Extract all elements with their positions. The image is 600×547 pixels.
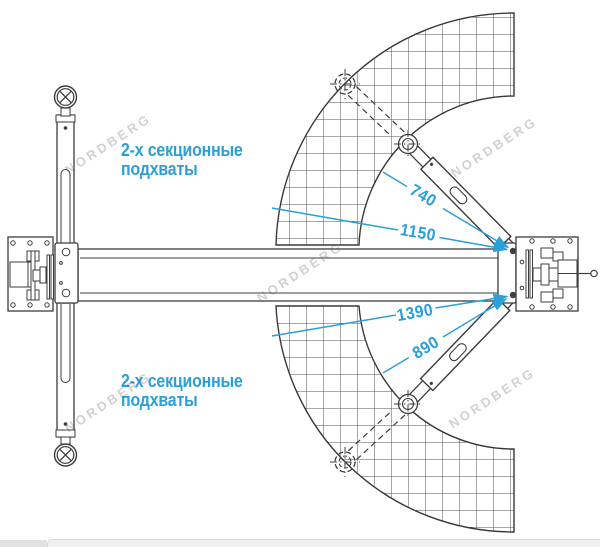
lower-arms-label: 2-х секционные подхваты xyxy=(121,371,243,409)
lower-arm-sweep-area xyxy=(275,305,515,533)
leader-1150 xyxy=(271,207,509,253)
upper-arm-pivot xyxy=(509,247,517,255)
left-carriage-plate xyxy=(54,242,79,304)
upper-arms-label-line1: 2-х секционные xyxy=(121,139,243,160)
right-post xyxy=(497,236,598,312)
dimension-leaders xyxy=(271,171,510,374)
upper-ball-pad xyxy=(53,85,78,109)
lower-ball-pad xyxy=(53,443,78,467)
leader-890 xyxy=(382,298,508,374)
left-post xyxy=(7,85,79,467)
lower-arm-pivot xyxy=(509,291,517,299)
lower-arms-label-line2: подхваты xyxy=(121,389,198,410)
upper-arm-sweep-area xyxy=(275,12,515,246)
crossbeam xyxy=(77,248,505,302)
bottom-edge-panel xyxy=(47,539,600,547)
leader-740 xyxy=(382,171,510,249)
right-lock-mechanism xyxy=(525,247,578,303)
left-upper-arm xyxy=(53,85,78,250)
upper-arms-label: 2-х секционные подхваты xyxy=(121,140,243,178)
upper-swing-arm xyxy=(394,130,518,256)
lower-arms-label-line1: 2-х секционные xyxy=(121,370,243,391)
upper-arms-label-line2: подхваты xyxy=(121,158,198,179)
bottom-edge-left xyxy=(0,540,47,547)
left-lower-arm xyxy=(53,302,78,467)
left-lock-mechanism xyxy=(9,250,54,301)
limit-switch-rod xyxy=(577,269,598,278)
